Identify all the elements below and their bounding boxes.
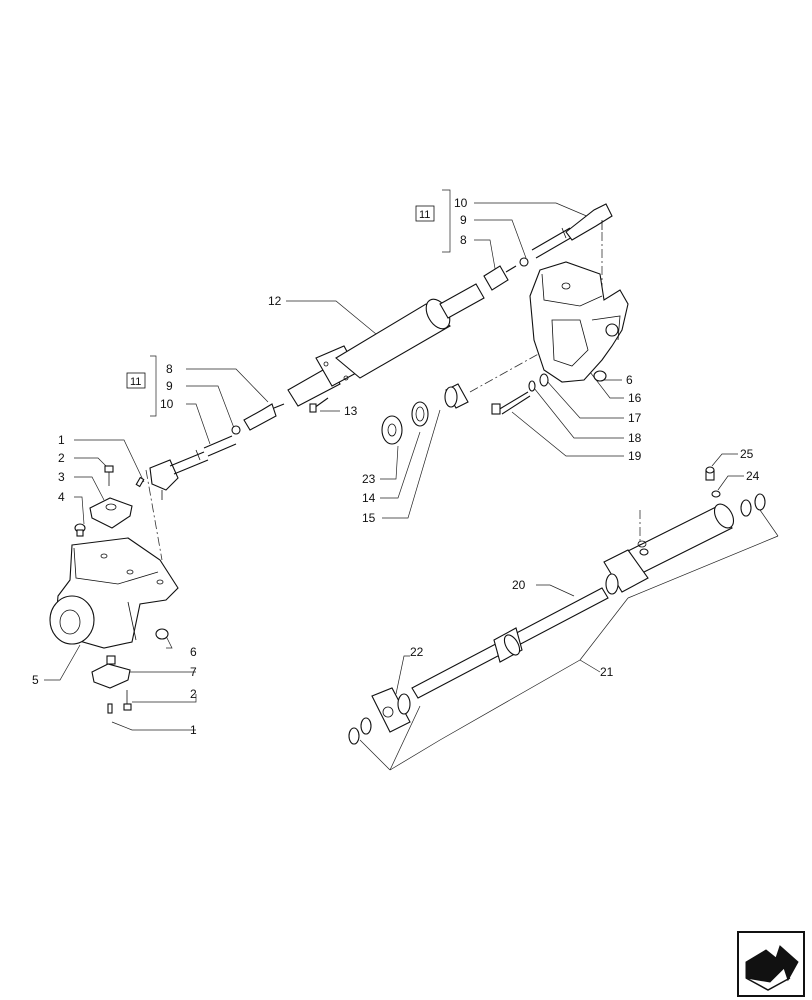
callout-box-11-right [415,205,435,222]
pivot-tube [603,503,735,593]
pin-bottom [107,703,113,714]
callout: 1 [190,723,197,737]
callout: 15 [362,511,376,525]
callout: 16 [628,391,642,405]
callout: 6 [190,645,197,659]
bushing-15 [444,383,469,409]
callout-boxed: 11 [419,209,430,221]
washer-17 [539,373,549,387]
bolt-19 [491,391,531,415]
bolt-13 [309,397,329,413]
callout: 9 [460,213,467,227]
king-pin-cap-bottom [91,655,131,689]
callout: 5 [32,673,39,687]
callout-boxed: 11 [130,376,141,388]
king-pin-cap-top [89,497,133,529]
washer-24 [711,490,721,498]
bolt-bottom [123,690,132,711]
next-page-arrow-icon[interactable] [737,931,805,997]
callout: 17 [628,411,642,425]
nut-right [593,370,607,382]
callout: 3 [58,470,65,484]
callout: 25 [740,447,754,461]
callout: 10 [454,196,468,210]
callout: 19 [628,449,642,463]
bolt-top [104,465,114,486]
callout: 12 [268,294,282,308]
callout-labels: 1 2 3 4 5 6 7 2 1 8 9 10 11 12 13 10 9 8… [32,196,760,737]
callout: 1 [58,433,65,447]
callout: 2 [58,451,65,465]
pin-top [135,476,145,488]
thrust-washer-23 [381,415,403,445]
grease-fitting-left [74,523,86,537]
callout: 20 [512,578,526,592]
callout: 10 [160,397,174,411]
leader-lines [44,189,779,771]
callout: 23 [362,472,376,486]
left-steering-knuckle [49,537,179,649]
callout: 7 [190,665,197,679]
grease-fitting-25 [705,466,715,481]
snap-rings [348,493,766,745]
seal-14 [411,401,429,427]
callout: 8 [460,233,467,247]
callout: 2 [190,687,197,701]
callout: 8 [166,362,173,376]
callout: 24 [746,469,760,483]
right-steering-knuckle [529,261,629,383]
grease-fitting-pivot [639,548,649,556]
washer-18 [528,380,536,392]
pivot-flange-22 [371,687,411,733]
callout: 9 [166,379,173,393]
callout: 6 [626,373,633,387]
callout: 21 [600,665,614,679]
pivot-shaft-20 [411,587,609,699]
steering-cylinder [287,283,485,407]
callout: 14 [362,491,376,505]
callout-box-11-left [126,372,146,389]
tie-rod-end-left [149,403,285,500]
tie-rod-end-right [483,203,613,291]
callout: 13 [344,404,358,418]
callout: 4 [58,490,65,504]
callout: 18 [628,431,642,445]
callout: 22 [410,645,424,659]
nut-left [155,628,169,640]
